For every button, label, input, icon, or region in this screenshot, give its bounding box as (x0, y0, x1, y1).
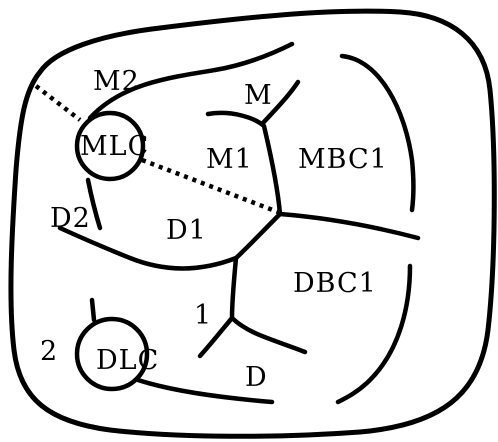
label-mlc: MLC (80, 131, 150, 162)
dlc-stub (89, 297, 97, 323)
label-two: 2 (40, 336, 59, 367)
label-d: D (245, 362, 268, 393)
label-m: M (244, 80, 273, 111)
dotted-line-upper (34, 84, 82, 122)
label-d1: D1 (166, 215, 207, 246)
label-one: 1 (194, 300, 213, 331)
label-mbc1: MBC1 (298, 144, 388, 175)
outer-outline (8, 8, 497, 439)
dlc-tail (135, 377, 275, 405)
m2-ridge (87, 41, 295, 121)
label-m1: M1 (206, 144, 253, 175)
label-d2: D2 (50, 203, 91, 234)
label-dlc: DLC (96, 345, 160, 376)
right-upper-ridge (339, 53, 416, 213)
right-lower-ridge (335, 263, 413, 405)
d-ridge (229, 315, 308, 355)
dlc-circle (74, 316, 150, 392)
label-m2: M2 (93, 66, 140, 97)
m1-ridge (205, 110, 283, 217)
dotted-line-lower (141, 157, 279, 215)
mbc1-dbc1-divider (277, 211, 421, 241)
d1-ridge (57, 211, 283, 271)
d2-ridge (85, 177, 103, 231)
mlc-circle (74, 110, 146, 182)
label-dbc1: DBC1 (293, 268, 377, 299)
m-ridge (259, 79, 301, 127)
